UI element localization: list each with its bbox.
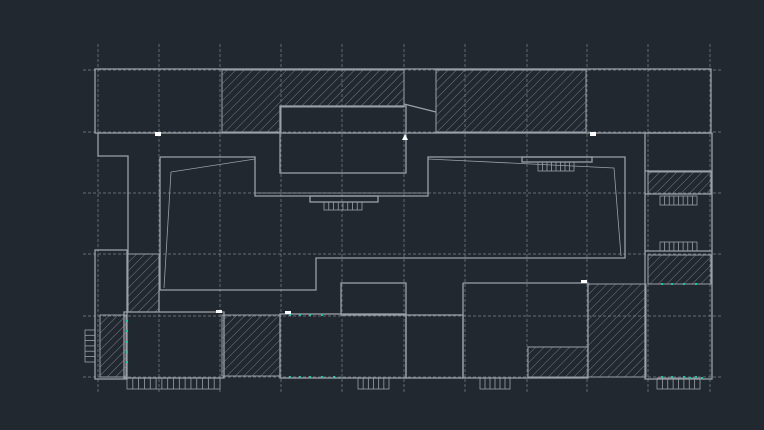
dimension-dot <box>671 376 673 378</box>
dimension-dot <box>289 314 291 316</box>
hatched-zone <box>435 69 587 133</box>
bottom-room-wall <box>462 282 589 379</box>
dimension-dot <box>683 283 685 285</box>
dimension-dot <box>333 376 335 378</box>
corridor-inner-line <box>163 171 172 289</box>
hatched-zone <box>99 314 127 378</box>
dimension-dot <box>661 283 663 285</box>
hatched-zones <box>99 69 712 378</box>
hatched-zone <box>127 253 160 313</box>
hatched-zone <box>647 254 712 285</box>
entry-marker <box>216 310 222 313</box>
structural-grid-lines <box>83 44 722 393</box>
corridor-inner-line <box>170 158 622 257</box>
dimension-dot <box>683 376 685 378</box>
corridor-wall <box>159 156 626 291</box>
walls <box>94 68 713 380</box>
bottom-room-wall <box>123 311 225 379</box>
left-wing-wall <box>97 133 129 254</box>
dimension-dot <box>126 351 128 353</box>
hatched-zone <box>221 314 281 377</box>
dimension-dot <box>309 376 311 378</box>
entry-marker <box>155 132 161 136</box>
entry-markers <box>155 132 596 314</box>
dimension-dot <box>309 314 311 316</box>
dimension-dot <box>321 376 323 378</box>
door-frame <box>521 156 593 163</box>
dimension-dot <box>689 377 691 379</box>
bottom-room-wall <box>340 282 407 316</box>
dimension-dot <box>695 283 697 285</box>
dimension-dot <box>126 330 128 332</box>
outer-wall-top-band <box>94 68 712 134</box>
diagonal-wall <box>403 103 437 113</box>
door-frame <box>309 195 379 203</box>
dimension-markers <box>126 283 703 379</box>
dimension-dot <box>661 376 663 378</box>
dimension-dot <box>695 376 697 378</box>
center-room-wall <box>279 105 407 174</box>
dimension-dot <box>299 376 301 378</box>
left-room-wall <box>94 249 128 380</box>
dimension-dot <box>321 314 323 316</box>
entry-marker <box>285 311 291 314</box>
entry-arrow <box>402 134 408 140</box>
dimension-dot <box>701 377 703 379</box>
dimension-dot <box>126 320 128 322</box>
dimension-dot <box>126 361 128 363</box>
entry-marker <box>581 280 587 283</box>
hatched-zone <box>221 69 405 133</box>
entry-marker <box>590 132 596 136</box>
dimension-dot <box>289 376 291 378</box>
bottom-room-wall <box>405 314 464 379</box>
dimension-dot <box>126 341 128 343</box>
bottom-room-wall <box>279 313 407 379</box>
stair-blocks <box>84 161 701 390</box>
dimension-dot <box>671 283 673 285</box>
hatched-zone <box>647 171 712 195</box>
dimension-dot <box>299 314 301 316</box>
